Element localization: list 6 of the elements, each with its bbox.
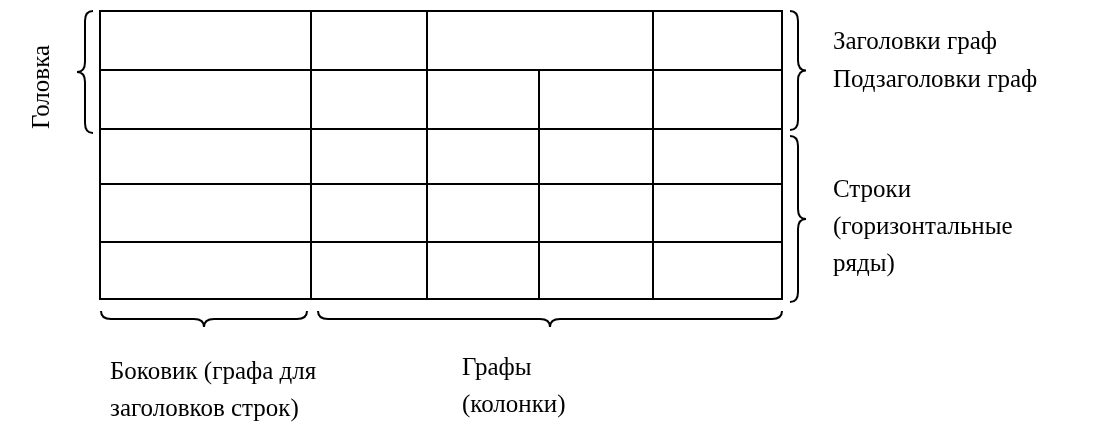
- vertical-label: Головка: [26, 45, 55, 130]
- annotation-label: Заголовки граф: [833, 26, 999, 56]
- annotation-label: Строки (горизонтальные ряды): [833, 174, 1014, 279]
- annotation-label: Боковик (графа для заголовков строк): [110, 356, 318, 424]
- annotation-label: Подзаголовки граф: [833, 64, 1039, 94]
- annotation-label: Графы (колонки): [462, 352, 567, 420]
